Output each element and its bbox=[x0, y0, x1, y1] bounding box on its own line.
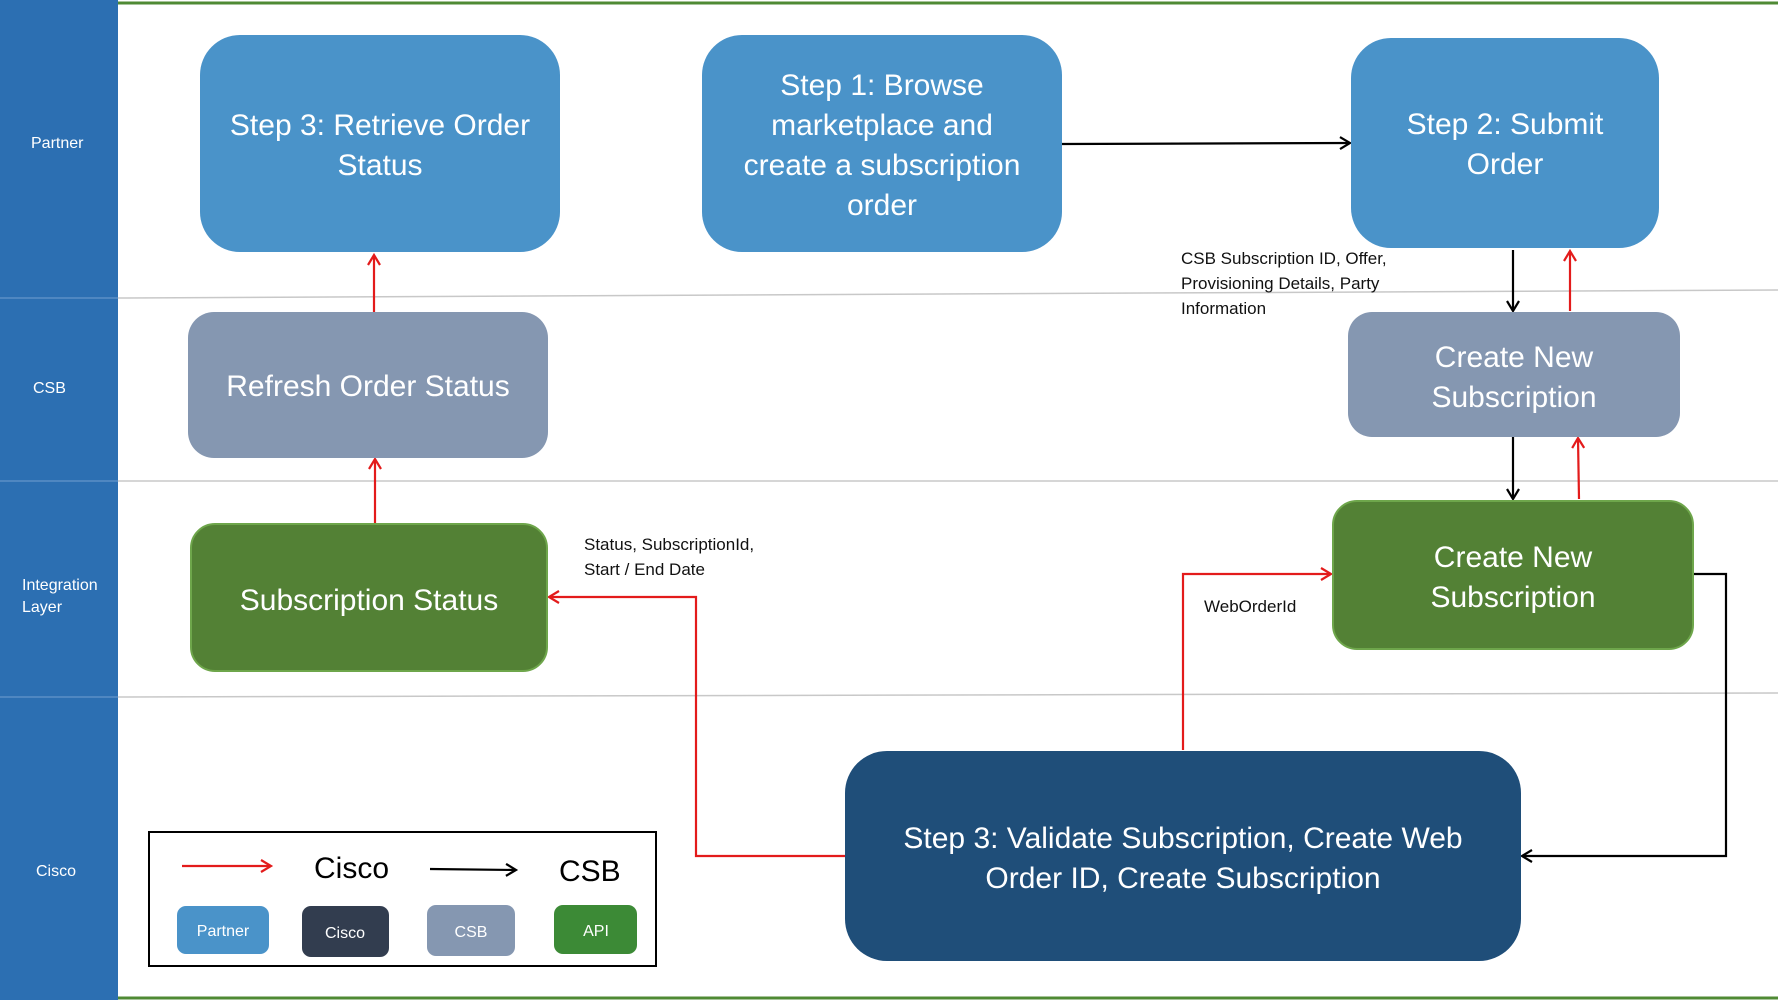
chip-label: API bbox=[583, 923, 609, 940]
arrow-api-create-to-csb-create bbox=[1571, 435, 1586, 500]
box-label-line: Step 3: Validate Subscription, Create We… bbox=[903, 822, 1462, 855]
chip-label: Partner bbox=[197, 923, 250, 940]
box-refresh-order-status: Refresh Order Status bbox=[188, 312, 548, 458]
legend-chip-cisco: Cisco bbox=[302, 906, 389, 957]
legend-chip-partner: Partner bbox=[177, 906, 269, 954]
box-label-line: Subscription Status bbox=[240, 584, 498, 617]
note-line: Provisioning Details, Party bbox=[1181, 274, 1380, 293]
lane-label-csb: CSB bbox=[33, 380, 66, 397]
box-csb-create-subscription: Create New Subscription bbox=[1348, 312, 1680, 437]
box-label-line: Step 3: Retrieve Order bbox=[230, 109, 530, 142]
note-line: CSB Subscription ID, Offer, bbox=[1181, 249, 1387, 268]
note-web-order-id: WebOrderId bbox=[1204, 597, 1296, 616]
legend-csb-arrow bbox=[429, 862, 519, 877]
note-line: WebOrderId bbox=[1204, 597, 1296, 616]
lane-label-integration-line1: Integration bbox=[22, 577, 98, 594]
box-label-line: Status bbox=[337, 149, 422, 182]
note-csb-fields: CSB Subscription ID, Offer, Provisioning… bbox=[1181, 249, 1387, 318]
box-submit-order: Step 2: Submit Order bbox=[1351, 38, 1659, 248]
box-retrieve-order-status: Step 3: Retrieve Order Status bbox=[200, 35, 560, 252]
box-api-create-subscription: Create New Subscription bbox=[1332, 500, 1694, 650]
arrow-api-create-to-validate bbox=[1519, 572, 1728, 863]
legend-chip-api: API bbox=[554, 905, 637, 954]
lane-headers: Partner CSB Integration Layer Cisco bbox=[0, 0, 118, 1000]
box-label-line: Subscription bbox=[1431, 381, 1596, 414]
lane-label-partner: Partner bbox=[31, 135, 84, 152]
box-label-line: Create New bbox=[1435, 341, 1594, 374]
note-line: Information bbox=[1181, 299, 1266, 318]
box-label-line: create a subscription bbox=[744, 149, 1021, 182]
box-label-line: Refresh Order Status bbox=[226, 370, 509, 403]
box-label-line: Subscription bbox=[1430, 581, 1595, 614]
box-browse-marketplace: Step 1: Browse marketplace and create a … bbox=[702, 35, 1062, 252]
box-validate-subscription: Step 3: Validate Subscription, Create We… bbox=[845, 751, 1521, 961]
box-subscription-status: Subscription Status bbox=[190, 523, 548, 672]
legend-csb-label: CSB bbox=[559, 855, 621, 888]
note-line: Status, SubscriptionId, bbox=[584, 535, 754, 554]
arrow-browse-to-submit bbox=[1061, 136, 1353, 150]
arrow-validate-to-api-create bbox=[1181, 567, 1334, 750]
legend: Cisco CSB Partner Cisco CSB API bbox=[148, 831, 657, 967]
box-label-line: Order ID, Create Subscription bbox=[985, 862, 1380, 895]
lane-label-integration-line2: Layer bbox=[22, 599, 63, 616]
lane-label-cisco: Cisco bbox=[36, 863, 76, 880]
lane-divider-partner-csb bbox=[117, 289, 1778, 299]
legend-chip-csb: CSB bbox=[427, 905, 515, 956]
box-label-line: Step 1: Browse bbox=[780, 69, 983, 102]
box-label-line: Step 2: Submit bbox=[1407, 108, 1604, 141]
chip-label: CSB bbox=[455, 924, 488, 941]
box-label-line: Order bbox=[1467, 148, 1544, 181]
chip-label: Cisco bbox=[325, 925, 365, 942]
legend-cisco-label: Cisco bbox=[314, 852, 389, 885]
lane-divider-integration-cisco bbox=[117, 692, 1778, 698]
box-label-line: Create New bbox=[1434, 541, 1593, 574]
lane-header-bar bbox=[0, 0, 118, 1000]
box-label-line: order bbox=[847, 189, 917, 222]
note-line: Start / End Date bbox=[584, 560, 705, 579]
note-status-fields: Status, SubscriptionId, Start / End Date bbox=[584, 535, 754, 579]
arrow-validate-to-subscription-status bbox=[546, 590, 845, 858]
box-label-line: marketplace and bbox=[771, 109, 993, 142]
